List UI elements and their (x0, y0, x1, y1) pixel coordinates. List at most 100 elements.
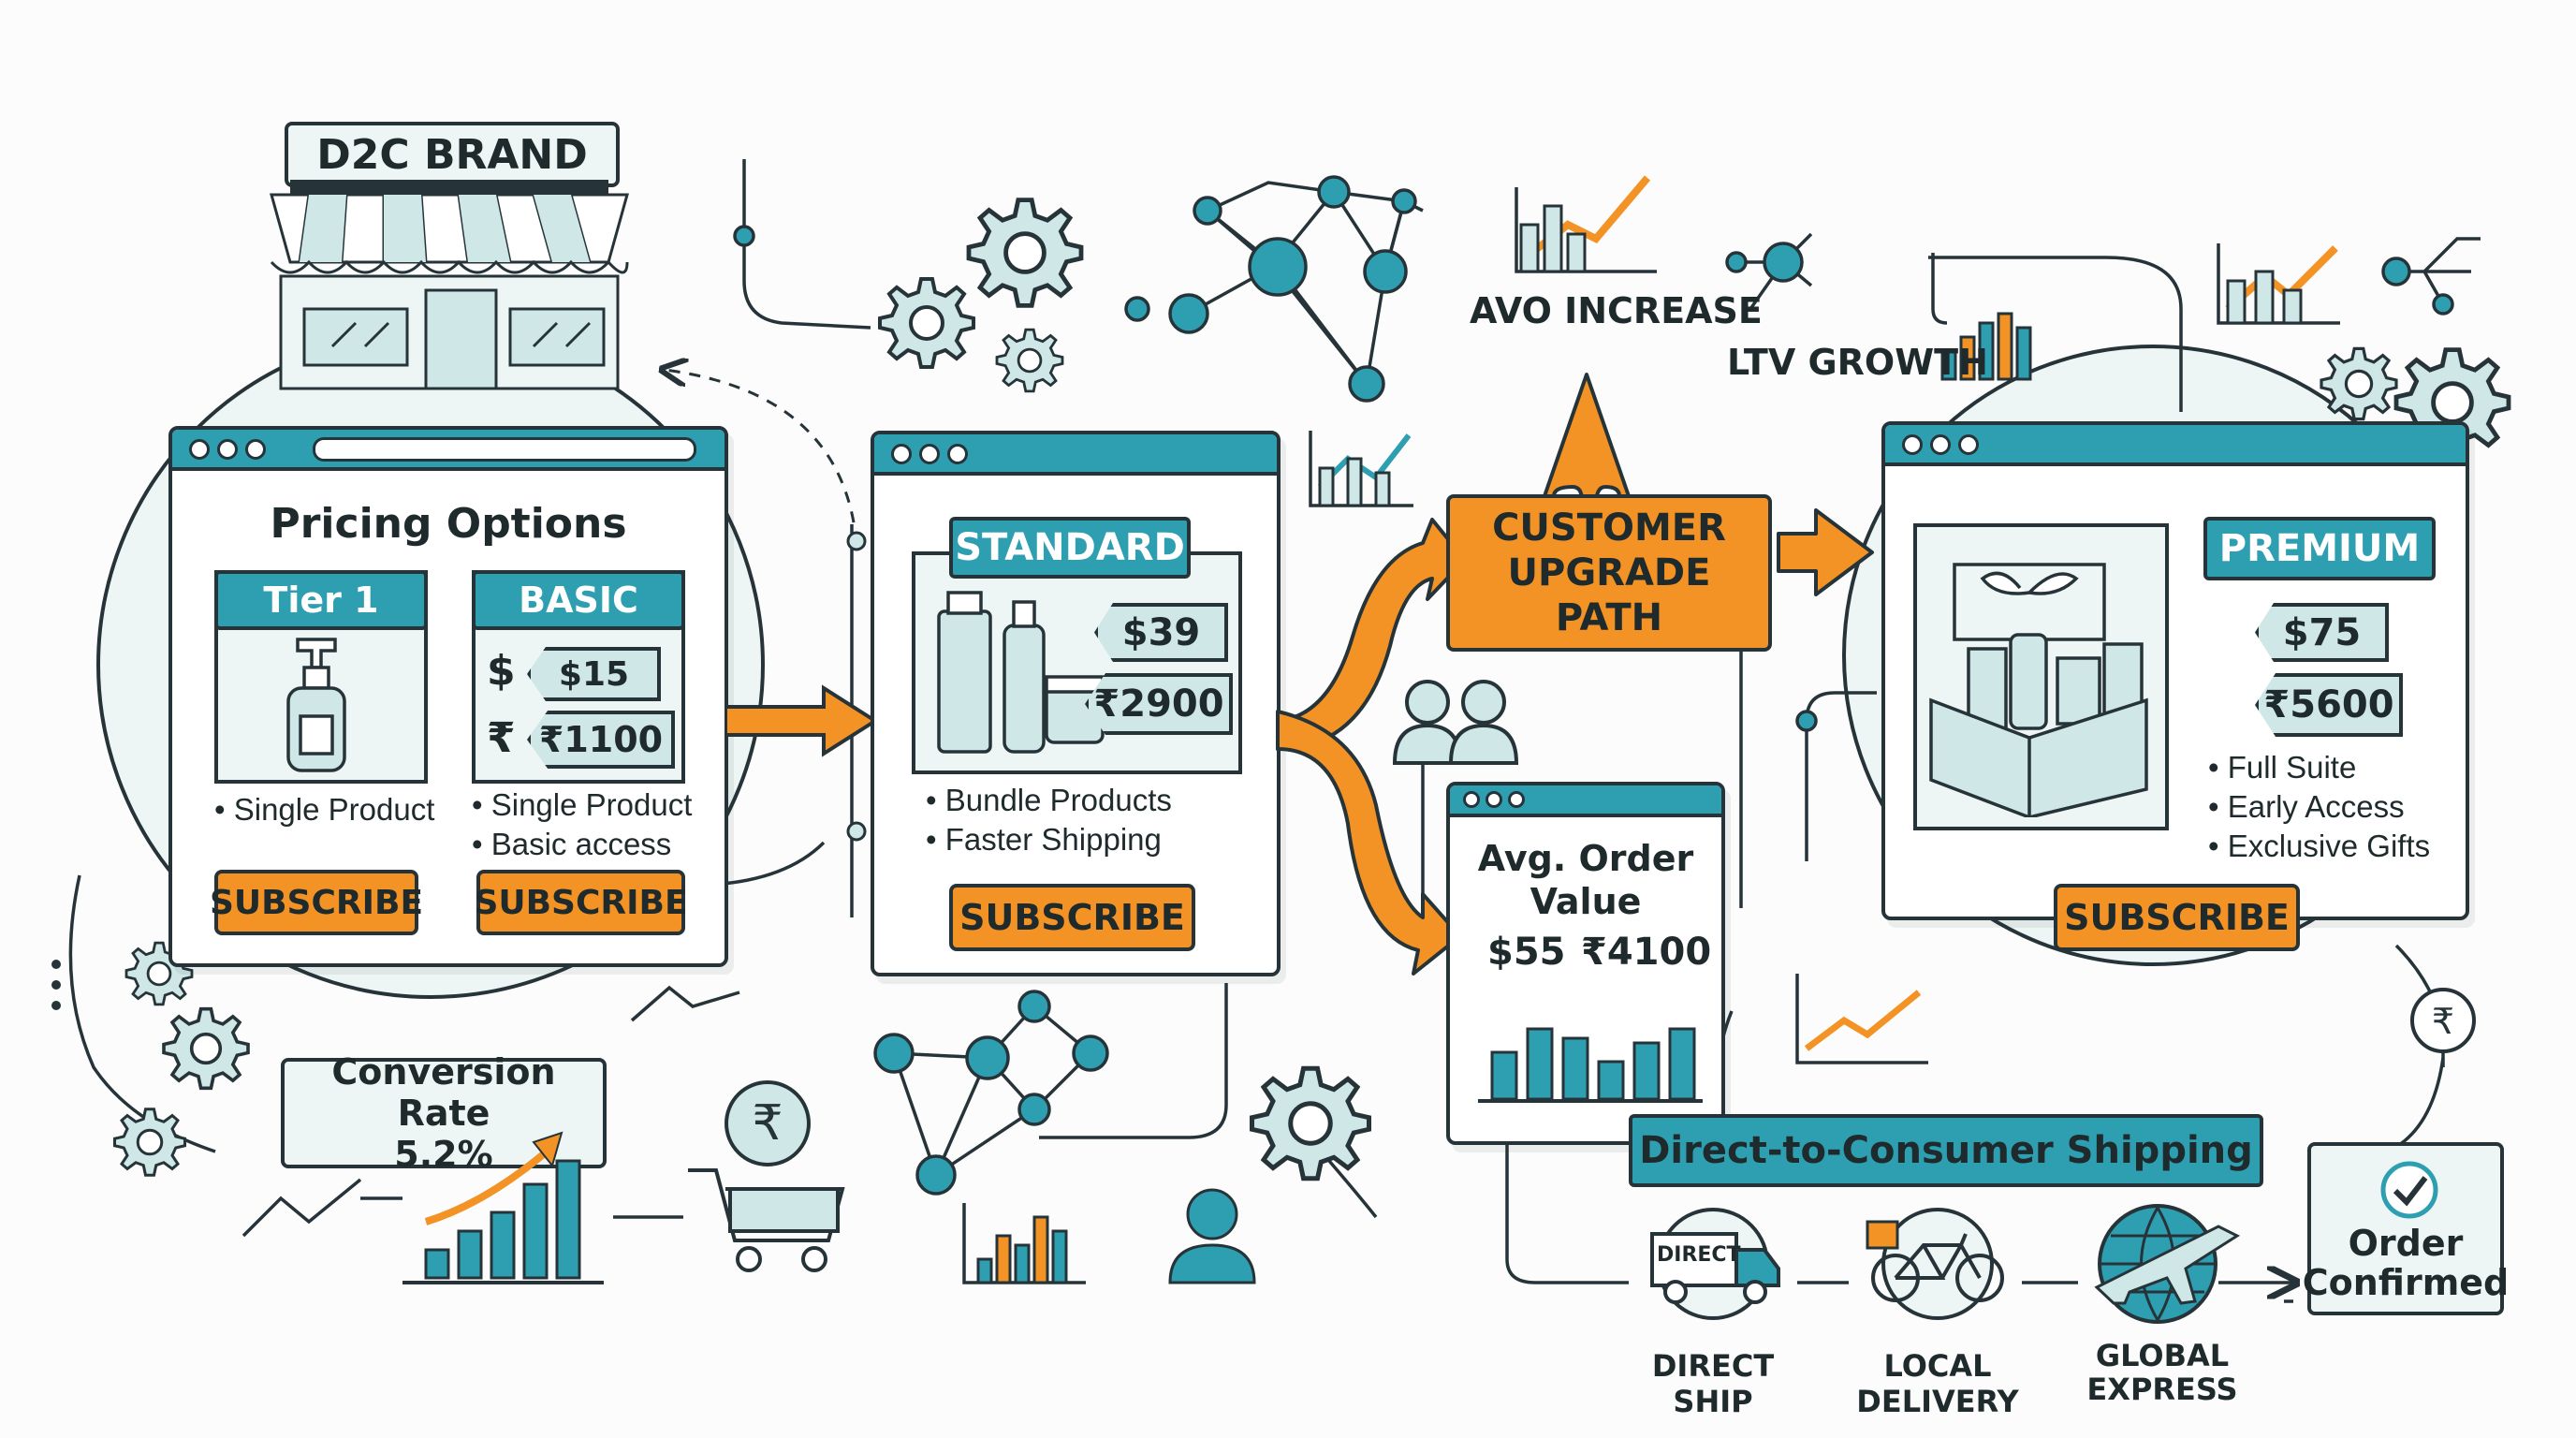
order-confirmed-box: Order Confirmed (2303, 1142, 2509, 1315)
basic-usd-price: $15 (527, 647, 661, 701)
standard-bullets: Bundle Products Faster Shipping (926, 781, 1172, 859)
customer-upgrade-path-box: CUSTOMER UPGRADE PATH (1446, 494, 1772, 652)
tier1-bullet: Single Product (214, 790, 435, 829)
global-line1: GLOBAL (2095, 1338, 2230, 1373)
conversion-value: 5.2% (394, 1134, 493, 1175)
shipping-title: Direct-to-Consumer Shipping (1629, 1114, 2263, 1187)
standard-usd-price: $39 (1094, 603, 1228, 662)
window-titlebar (874, 434, 1277, 476)
aov-title-line2: Value (1530, 881, 1642, 922)
network-icon (1725, 232, 2481, 315)
rupee-cart-icon: ₹ (688, 1080, 845, 1272)
shopping-cart-icon (688, 1168, 845, 1272)
aov-bar-chart (1478, 1027, 1703, 1103)
tier1-card: Tier 1 (214, 570, 428, 784)
window-dot (919, 444, 940, 464)
premium-plan-window: PREMIUM $75 ₹5600 Full Suite Early Acces… (1881, 421, 2469, 951)
global-line2: EXPRESS (2086, 1372, 2238, 1407)
rupee-coin-icon: ₹ (2410, 988, 2476, 1053)
gear-icon (1252, 1068, 1369, 1179)
avg-order-value-window: Avg. Order Value $55 ₹4100 (1446, 782, 1725, 1145)
aov-title: Avg. Order Value (1450, 837, 1721, 923)
standard-subscribe-button[interactable]: SUBSCRIBE (949, 884, 1195, 951)
basic-label: BASIC (472, 570, 685, 630)
brand-sign: D2C BRAND (285, 122, 620, 187)
standard-inr-price: ₹2900 (1085, 673, 1233, 735)
network-icon (1124, 175, 1424, 403)
confirmed-line1: Order (2348, 1223, 2464, 1264)
user-icon (1168, 1188, 1256, 1284)
global-express-method: GLOBAL EXPRESS (2078, 1198, 2247, 1406)
window-dot (947, 444, 968, 464)
pricing-options-window: Pricing Options Tier 1 Single Product SU… (168, 426, 728, 967)
basic-subscribe-button[interactable]: SUBSCRIBE (474, 870, 688, 935)
standard-bullet: Faster Shipping (926, 820, 1172, 859)
window-titlebar (172, 430, 724, 471)
inr-symbol: ₹ (487, 714, 516, 762)
shipping-method-label: LOCAL DELIVERY (1856, 1348, 2019, 1419)
gear-icon (995, 328, 1064, 393)
window-dot (891, 444, 912, 464)
basic-bullets: Single Product Basic access (472, 785, 693, 864)
usd-symbol: $ (487, 647, 516, 695)
local-delivery-method: LOCAL DELIVERY (1853, 1208, 2022, 1419)
premium-usd-price: $75 (2255, 603, 2389, 662)
conversion-rate-box: Conversion Rate 5.2% (281, 1051, 607, 1175)
check-icon (2380, 1161, 2438, 1219)
basic-bullet: Single Product (472, 785, 693, 825)
gear-icon (969, 200, 1081, 306)
skincare-bundle-icon (937, 591, 1105, 754)
standard-bullet: Bundle Products (926, 781, 1172, 820)
shipping-method-label: GLOBAL EXPRESS (2059, 1339, 2265, 1406)
pricing-title: Pricing Options (270, 500, 627, 548)
plane-globe-icon (2094, 1204, 2241, 1324)
svg-text:₹: ₹ (2432, 1001, 2454, 1042)
mini-chart-bars (976, 204, 2303, 1284)
truck-icon (1650, 1208, 1780, 1320)
users-icon (1392, 680, 1519, 765)
gear-icon (2320, 346, 2398, 421)
ltv-growth-label: LTV GROWTH (1727, 342, 1988, 383)
bicycle-icon (1866, 1208, 2004, 1320)
storefront-building (270, 180, 629, 390)
standard-label: STANDARD (949, 517, 1191, 579)
basic-inr-price: ₹1100 (527, 711, 675, 769)
brand-sign-text: D2C BRAND (316, 130, 588, 179)
aov-inr: ₹4100 (1581, 931, 1712, 974)
pump-bottle-icon (286, 638, 346, 772)
truck-label: DIRECT (1657, 1243, 1741, 1267)
address-bar[interactable] (313, 437, 696, 462)
window-dot (1902, 434, 1923, 455)
gear-icon (113, 1108, 186, 1177)
confirmed-line2: Confirmed (2302, 1262, 2510, 1303)
conversion-bar-chart (402, 1131, 604, 1284)
upgrade-line1: CUSTOMER (1492, 506, 1726, 550)
premium-label: PREMIUM (2203, 517, 2436, 580)
window-dot (217, 439, 238, 460)
aov-usd: $55 (1487, 931, 1566, 974)
storefront-icon: D2C BRAND (253, 122, 646, 393)
window-dot (245, 439, 266, 460)
tier1-subscribe-button[interactable]: SUBSCRIBE (210, 870, 423, 935)
tier1-bullets: Single Product (214, 790, 435, 829)
gear-icon (878, 277, 975, 369)
standard-product-panel (912, 551, 1242, 774)
premium-bullet: Exclusive Gifts (2208, 827, 2430, 866)
basic-card: BASIC $ $15 ₹ ₹1100 (472, 570, 685, 784)
standard-plan-window: STANDARD $39 ₹2900 Bundle Products Faste… (871, 431, 1281, 976)
window-dot (189, 439, 210, 460)
premium-subscribe-button[interactable]: SUBSCRIBE (2054, 884, 2300, 951)
window-dot (1958, 434, 1979, 455)
avo-increase-label: AVO INCREASE (1470, 290, 1763, 331)
conversion-label: Conversion Rate (331, 1051, 556, 1134)
premium-gift-panel (1913, 523, 2169, 830)
direct-ship-method: DIRECT DIRECT SHIP (1629, 1208, 1797, 1419)
tier1-label: Tier 1 (214, 570, 428, 630)
aov-title-line1: Avg. Order (1477, 838, 1694, 879)
flow-arrow (725, 684, 879, 757)
window-titlebar (1885, 425, 2466, 466)
premium-bullets: Full Suite Early Access Exclusive Gifts (2208, 748, 2430, 866)
premium-inr-price: ₹5600 (2255, 673, 2403, 737)
shipping-method-label: DIRECT SHIP (1651, 1348, 1775, 1419)
window-dot (1930, 434, 1951, 455)
